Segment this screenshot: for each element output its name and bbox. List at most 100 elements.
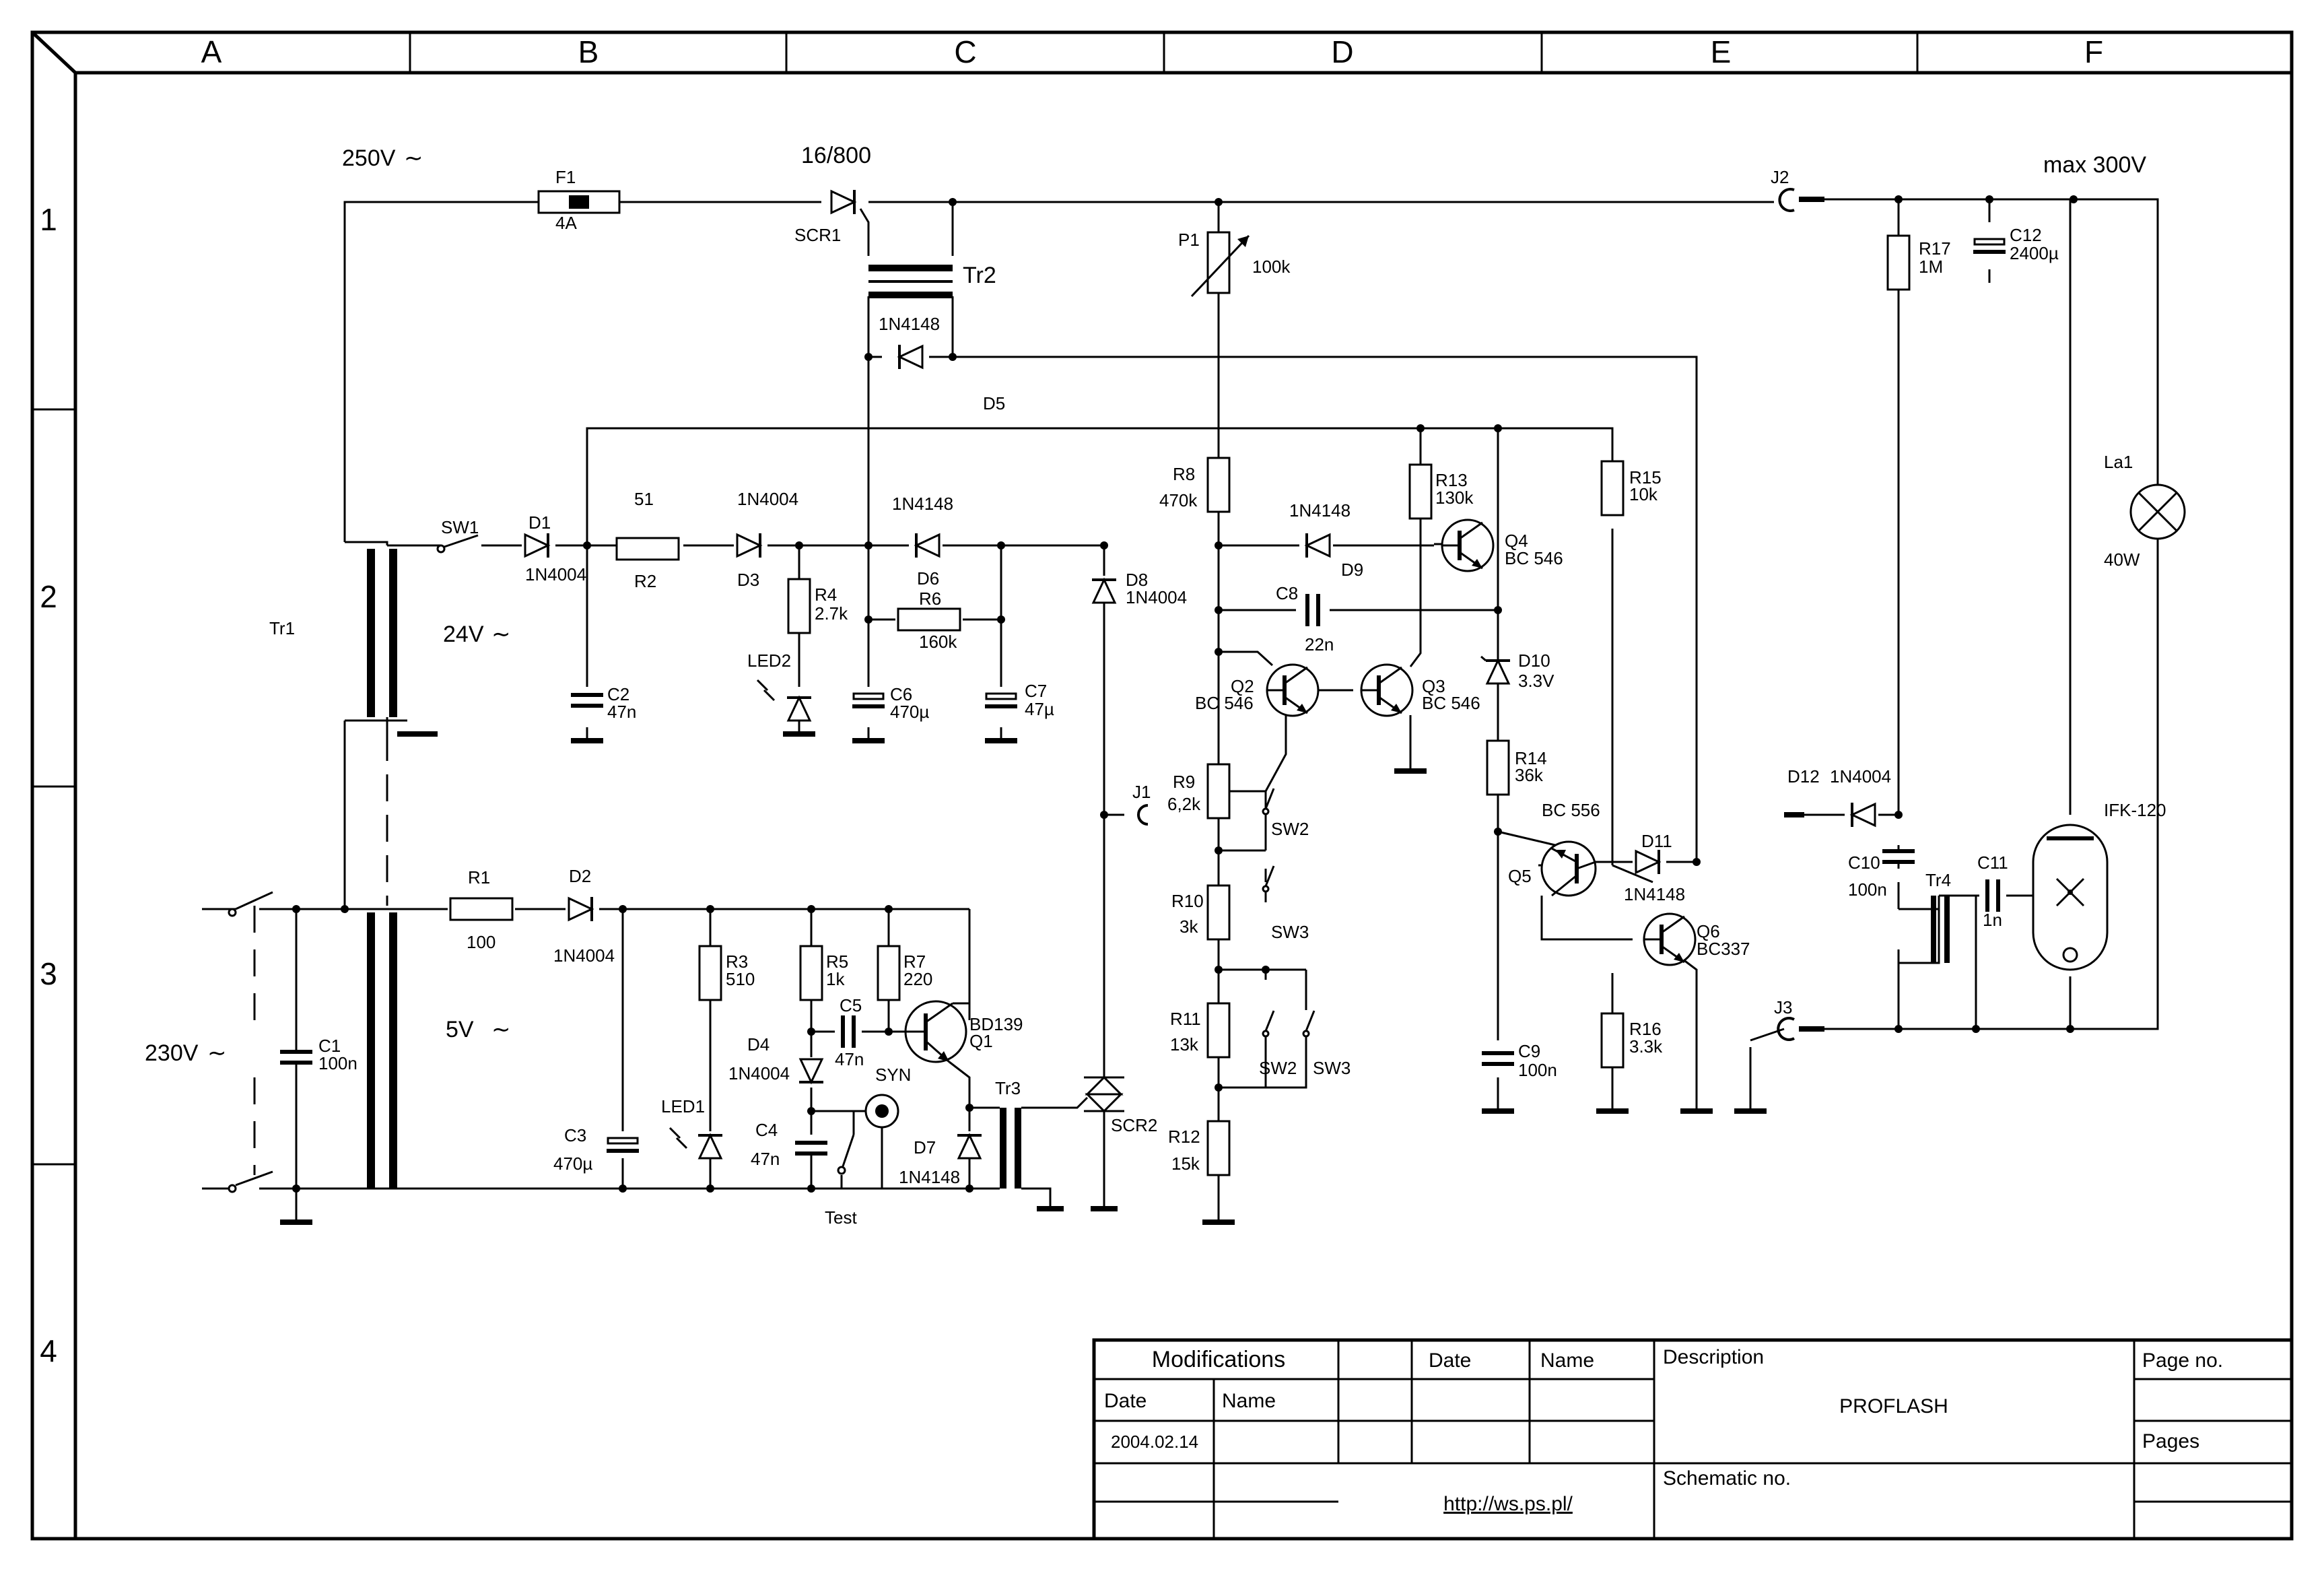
p1-value: 100k [1252, 257, 1291, 277]
r3-label: R3 [726, 951, 748, 972]
capacitor-c7 [985, 692, 1017, 741]
c4-value: 47n [751, 1149, 780, 1169]
connector-j3[interactable] [1750, 1017, 1824, 1042]
sw2-lower-label: SW2 [1259, 1058, 1297, 1078]
syn-connector[interactable] [864, 1094, 899, 1189]
r14-value: 36k [1515, 765, 1544, 785]
q2-label: Q2 [1231, 676, 1254, 696]
switch-sw2-lower[interactable] [1262, 1009, 1275, 1048]
mains-switch-top[interactable] [228, 891, 273, 1030]
c5-label: C5 [840, 995, 862, 1015]
d2-label: D2 [569, 866, 591, 886]
transistor-q5 [1540, 840, 1597, 897]
d8-value: 1N4004 [1126, 587, 1187, 607]
capacitor-c6 [852, 692, 885, 741]
col-label-e: E [1711, 34, 1732, 69]
d9-value: 1N4148 [1289, 500, 1351, 521]
diode-d9 [1305, 532, 1331, 559]
switch-sw3[interactable] [1262, 865, 1275, 904]
scr2-label: SCR2 [1111, 1115, 1157, 1135]
connector-j2[interactable] [1778, 188, 1824, 212]
r9-label: R9 [1173, 772, 1195, 792]
c5-value: 47n [835, 1049, 864, 1069]
r4-label: R4 [815, 584, 837, 605]
diode-d2 [568, 896, 593, 923]
drawing-title: PROFLASH [1839, 1395, 1948, 1417]
r10-label: R10 [1171, 891, 1204, 911]
zener-d10 [1480, 655, 1511, 685]
d1-value: 1N4004 [525, 564, 586, 584]
mains-switch-bottom[interactable] [228, 1077, 273, 1193]
description-header: Description [1663, 1346, 1764, 1368]
scr1-thyristor [830, 189, 856, 215]
mains-230v-ac-icon: ∼ [207, 1040, 227, 1066]
c3-value: 470µ [553, 1154, 592, 1174]
p1-label: P1 [1178, 230, 1200, 250]
c10-label: C10 [1848, 853, 1880, 873]
col-label-a: A [201, 34, 222, 69]
date-header: Date [1429, 1349, 1471, 1372]
r12-ground [1202, 1209, 1235, 1222]
d7-label: D7 [914, 1137, 936, 1158]
q1-label: Q1 [969, 1031, 993, 1051]
r16-label: R16 [1629, 1019, 1662, 1039]
resistor-r15 [1600, 460, 1625, 516]
d6-label: D6 [917, 568, 939, 589]
sw2-label: SW2 [1271, 819, 1309, 839]
test-switch[interactable] [837, 1111, 855, 1175]
connector-j1[interactable] [1137, 804, 1149, 826]
tr3-label: Tr3 [995, 1078, 1021, 1098]
website-link[interactable]: http://ws.ps.pl/ [1443, 1493, 1573, 1515]
resistor-r1 [449, 897, 514, 921]
r9-value: 6,2k [1167, 794, 1201, 814]
mod-date-header: Date [1104, 1390, 1147, 1412]
mod-name-header: Name [1222, 1390, 1276, 1412]
syn-label: SYN [875, 1065, 911, 1085]
r6-value: 160k [919, 632, 957, 652]
capacitor-c8 [1305, 594, 1320, 626]
transformer-tr2 [868, 265, 953, 298]
lamp-la1 [2129, 483, 2186, 540]
c4-label: C4 [755, 1120, 778, 1140]
resistor-r5 [799, 945, 823, 1001]
diode-d6 [915, 532, 941, 559]
r16-ground [1596, 1098, 1629, 1111]
d6-value: 1N4148 [892, 494, 953, 514]
j3-ground [1734, 1098, 1767, 1111]
led2-label: LED2 [747, 650, 791, 671]
resistor-r10 [1206, 884, 1231, 941]
r4-value: 2.7k [815, 603, 848, 624]
led2 [756, 679, 815, 734]
q6-label: Q6 [1697, 921, 1720, 941]
c7-value: 47µ [1025, 699, 1054, 719]
f1-label: F1 [555, 167, 576, 187]
transistor-q6 [1644, 914, 1695, 965]
r5-label: R5 [826, 951, 848, 972]
c7-label: C7 [1025, 681, 1047, 701]
tr1-label: Tr1 [269, 618, 295, 638]
r8-value: 470k [1159, 490, 1198, 510]
q6-value: BC337 [1697, 939, 1750, 959]
r17-value: 1M [1919, 257, 1943, 277]
scr2-triac [1084, 1075, 1124, 1211]
ifk-label: IFK-120 [2104, 800, 2166, 820]
resistor-r4 [787, 578, 811, 634]
r7-label: R7 [903, 951, 926, 972]
r8-label: R8 [1173, 464, 1195, 484]
r14-label: R14 [1515, 748, 1547, 768]
d5-diode [898, 343, 924, 370]
d3-value: 1N4004 [737, 489, 798, 509]
diode-d4 [798, 1058, 825, 1083]
switch-sw3-lower[interactable] [1302, 1009, 1315, 1048]
test-label: Test [825, 1207, 857, 1228]
row-label-1: 1 [40, 202, 57, 237]
d10-value: 3.3V [1518, 671, 1554, 691]
c8-label: C8 [1276, 583, 1298, 603]
scr1-value: 16/800 [801, 143, 871, 168]
row-label-3: 3 [40, 956, 57, 991]
modifications-heading: Modifications [1152, 1347, 1285, 1372]
capacitor-c5 [841, 1015, 856, 1048]
pages-header: Pages [2142, 1430, 2199, 1452]
sw3-label: SW3 [1271, 922, 1309, 942]
switch-sw1[interactable] [436, 534, 479, 554]
